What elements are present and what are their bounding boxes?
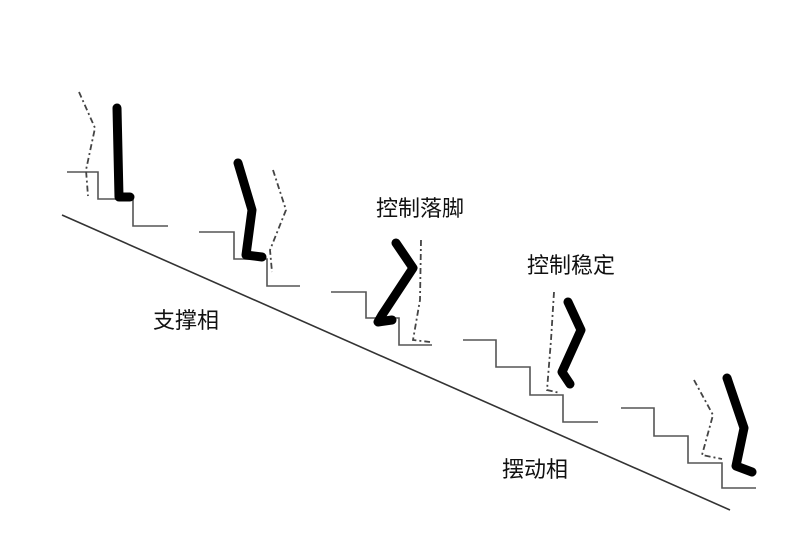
solid-leg-2 [233,158,267,262]
stairs-4 [463,339,598,423]
stairs-5 [621,407,756,489]
solid-leg-4 [557,297,586,389]
control-stability-label: 控制稳定 [527,254,616,279]
support-phase-label: 支撑相 [153,309,220,334]
solid-leg-3 [373,238,418,327]
dashed-leg-4 [546,291,561,394]
swing-phase-label: 摆动相 [502,458,569,483]
solid-leg-5 [722,373,757,477]
dashed-leg-1 [78,91,96,197]
control-foot-landing-label: 控制落脚 [376,197,465,222]
dashed-leg-3 [411,239,431,343]
slope-line [61,214,731,511]
solid-leg-1 [112,103,135,202]
dashed-leg-2 [269,169,287,273]
dashed-leg-5 [693,379,723,460]
